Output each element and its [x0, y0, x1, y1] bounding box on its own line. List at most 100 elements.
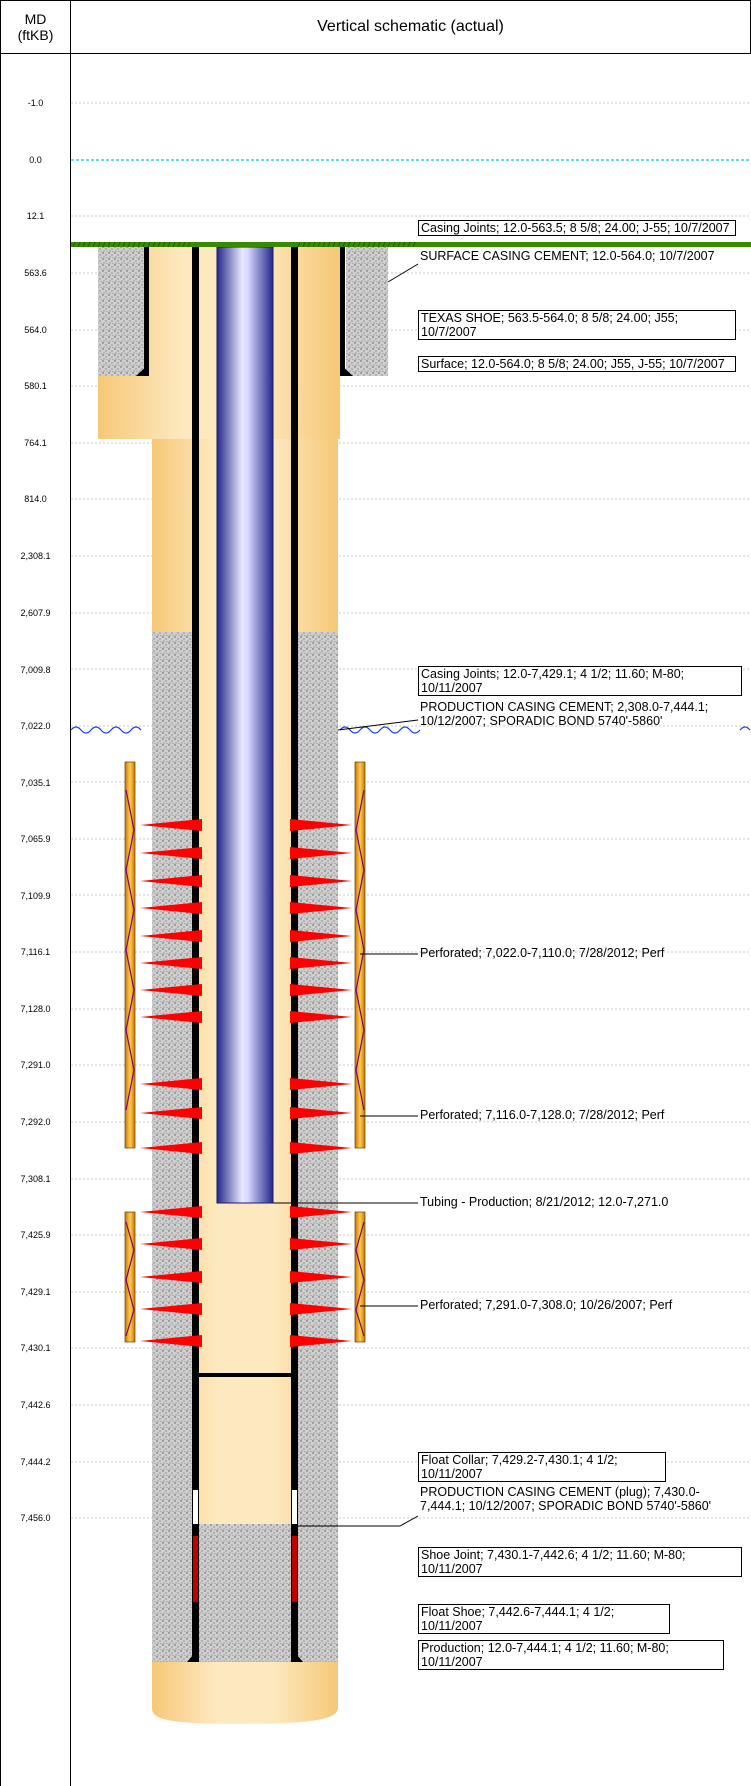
- production-casing-right: [291, 246, 298, 1662]
- perf-gun-left: [124, 1211, 136, 1343]
- perf-shot-left: [140, 1335, 202, 1347]
- label-texas-shoe: TEXAS SHOE; 563.5-564.0; 8 5/8; 24.00; J…: [418, 310, 736, 340]
- float-shoe-left: [187, 1648, 199, 1662]
- surface-cement-right: [346, 246, 388, 376]
- perf-shot-left: [140, 902, 202, 914]
- perf-gun-right: [354, 1211, 366, 1343]
- perf-shot-right: [290, 1011, 352, 1023]
- depth-tick-label: 7,022.0: [20, 721, 51, 731]
- depth-tick-label: 0.0: [29, 155, 42, 165]
- bridge-plug: [199, 1373, 291, 1377]
- label-surface-casing-cement: SURFACE CASING CEMENT; 12.0-564.0; 10/7/…: [420, 249, 715, 263]
- perf-shot-left: [140, 1206, 202, 1218]
- depth-tick-label: 7,444.2: [20, 1457, 51, 1467]
- perf-shot-right: [290, 1238, 352, 1250]
- cement-plug: [199, 1524, 291, 1662]
- leader-line: [387, 263, 419, 283]
- texas-shoe-left: [136, 364, 149, 376]
- label-perforated-1: Perforated; 7,022.0-7,110.0; 7/28/2012; …: [420, 946, 665, 960]
- perf-shot-left: [140, 1271, 202, 1283]
- schematic-title: Vertical schematic (actual): [317, 18, 504, 35]
- perf-shot-left: [140, 930, 202, 942]
- production-hole-bottom: [152, 1660, 338, 1706]
- perf-shot-left: [140, 1142, 202, 1154]
- float-collar-left: [193, 1490, 198, 1524]
- shoe-joint-right: [292, 1536, 297, 1602]
- depth-tick-label: 2,607.9: [20, 608, 51, 618]
- depth-tick-label: 12.1: [26, 211, 45, 221]
- ground-surface: [71, 242, 751, 247]
- depth-tick-label: 7,429.1: [20, 1287, 51, 1297]
- depth-tick-label: 7,425.9: [20, 1230, 51, 1240]
- depth-tick-label: 764.1: [24, 438, 47, 448]
- schematic-title-header: Vertical schematic (actual): [70, 0, 751, 54]
- perforation-gun-upper: [124, 761, 366, 1149]
- leader-lines: [273, 263, 419, 1527]
- perf-shot-left: [140, 1011, 202, 1023]
- label-shoe-joint: Shoe Joint; 7,430.1-7,442.6; 4 1/2; 11.6…: [418, 1547, 742, 1577]
- depth-tick-label: 7,065.9: [20, 834, 51, 844]
- depth-tick-label: -1.0: [27, 98, 44, 108]
- depth-tick-label: 7,116.1: [20, 947, 51, 957]
- float-shoe-right: [291, 1648, 303, 1662]
- ground-hatch: [72, 241, 416, 248]
- depth-tick-label: 7,009.8: [20, 665, 51, 675]
- perf-shot-right: [290, 875, 352, 887]
- perf-shot-right: [290, 1142, 352, 1154]
- perforation-shots: [140, 819, 352, 1347]
- fluid-level-edge: [739, 726, 751, 731]
- perf-shot-left: [140, 819, 202, 831]
- label-production-casing-cement: PRODUCTION CASING CEMENT; 2,308.0-7,444.…: [420, 700, 709, 728]
- perf-shot-left: [140, 1078, 202, 1090]
- perf-shot-left: [140, 875, 202, 887]
- perf-shot-right: [290, 847, 352, 859]
- perf-shot-right: [290, 1335, 352, 1347]
- depth-tick-label: 563.6: [24, 268, 47, 278]
- perf-shot-right: [290, 1107, 352, 1119]
- perf-shot-right: [290, 957, 352, 969]
- depth-tick-label: 7,291.0: [20, 1060, 51, 1070]
- perf-shot-left: [140, 1107, 202, 1119]
- perf-shot-left: [140, 847, 202, 859]
- fluid-level-left: [70, 726, 142, 734]
- depth-tick-label: 7,292.0: [20, 1117, 51, 1127]
- label-tubing: Tubing - Production; 8/21/2012; 12.0-7,2…: [420, 1195, 669, 1209]
- perf-shot-right: [290, 819, 352, 831]
- perf-shot-right: [290, 1271, 352, 1283]
- label-float-collar: Float Collar; 7,429.2-7,430.1; 4 1/2; 10…: [418, 1452, 666, 1482]
- surface-casing-left: [144, 246, 149, 376]
- depth-tick-label: 564.0: [24, 325, 47, 335]
- surface-cement-left: [98, 246, 144, 376]
- depth-tick-label: 580.1: [24, 381, 47, 391]
- perf-gun-right: [354, 761, 366, 1149]
- perf-shot-right: [290, 930, 352, 942]
- label-surface: Surface; 12.0-564.0; 8 5/8; 24.00; J55, …: [418, 356, 736, 372]
- depth-tick-label: 7,109.9: [20, 891, 51, 901]
- perf-shot-left: [140, 1303, 202, 1315]
- shoe-joint-left: [193, 1536, 198, 1602]
- leader-line: [399, 1515, 419, 1527]
- depth-tick-label: 2,308.1: [20, 551, 51, 561]
- depth-tick-label: 7,035.1: [20, 778, 51, 788]
- md-depth-column: -1.0 0.0 12.1 563.6 564.0 580.1 764.1 81…: [0, 53, 71, 1786]
- depth-tick-label: 7,128.0: [20, 1004, 51, 1014]
- fluid-level-right: [339, 726, 421, 734]
- perforation-gun-lower: [124, 1211, 366, 1343]
- perf-shot-left: [140, 957, 202, 969]
- perf-shot-left: [140, 984, 202, 996]
- leader-line: [337, 719, 419, 731]
- label-float-shoe: Float Shoe; 7,442.6-7,444.1; 4 1/2; 10/1…: [418, 1604, 670, 1634]
- depth-tick-label: 7,430.1: [20, 1343, 51, 1353]
- label-perforated-2: Perforated; 7,116.0-7,128.0; 7/28/2012; …: [420, 1108, 665, 1122]
- label-perforated-3: Perforated; 7,291.0-7,308.0; 10/26/2007;…: [420, 1298, 673, 1312]
- texas-shoe-right: [340, 364, 353, 376]
- label-casing-joints-surface: Casing Joints; 12.0-563.5; 8 5/8; 24.00;…: [418, 220, 736, 236]
- label-production: Production; 12.0-7,444.1; 4 1/2; 11.60; …: [418, 1640, 724, 1670]
- perf-shot-right: [290, 1206, 352, 1218]
- depth-tick-label: 814.0: [24, 494, 47, 504]
- label-casing-joints-production: Casing Joints; 12.0-7,429.1; 4 1/2; 11.6…: [418, 666, 742, 696]
- depth-tick-label: 7,442.6: [20, 1400, 51, 1410]
- perf-shot-right: [290, 1078, 352, 1090]
